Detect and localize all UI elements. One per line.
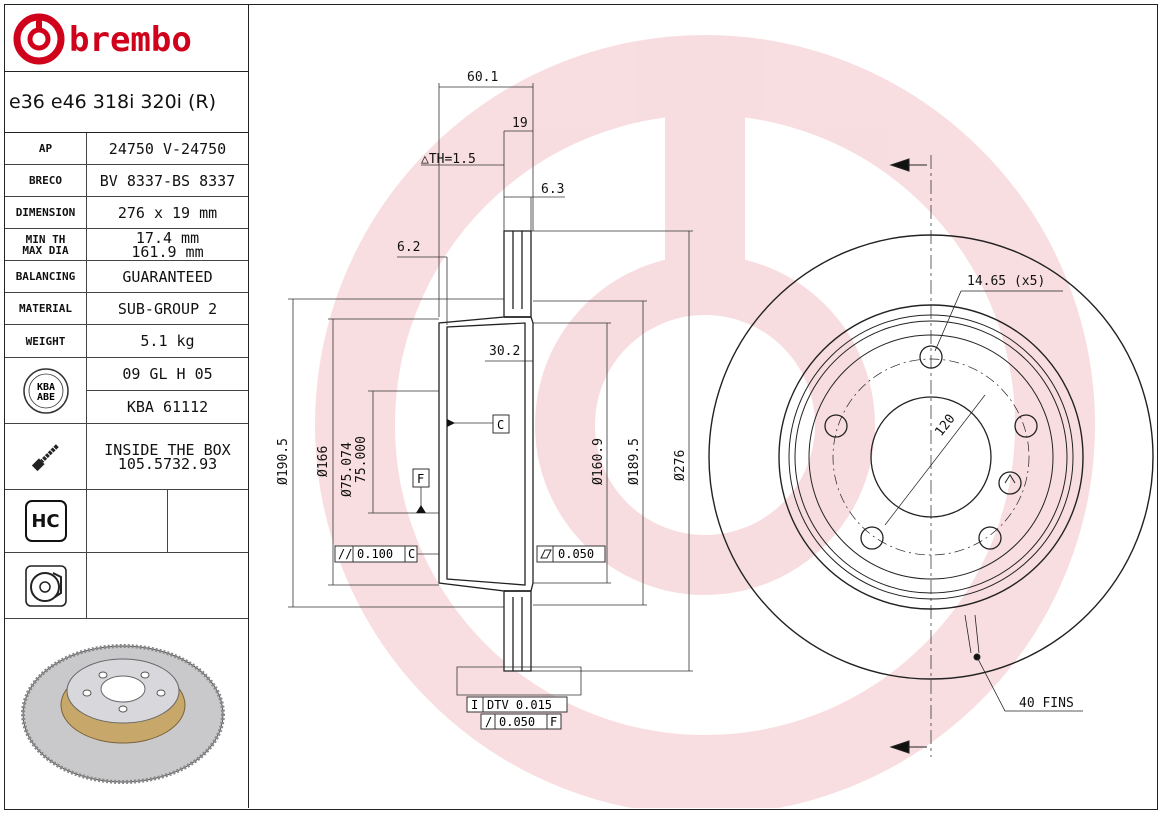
spec-value: 5.1 kg: [140, 332, 195, 350]
dim-d190: Ø190.5: [276, 438, 291, 485]
datum-c: C: [447, 414, 510, 434]
dim-hat-depth: 30.2: [489, 344, 520, 359]
disc-render-image: [5, 619, 248, 808]
hc-badge: HC: [5, 490, 87, 552]
dim-d75074: Ø75.074: [340, 442, 355, 497]
spec-label: BRECO: [5, 165, 87, 196]
dim-d166: Ø166: [316, 446, 331, 477]
datum-f-label: F: [417, 472, 424, 486]
spec-panel: brembo e36 e46 318i 320i (R) AP 24750 V-…: [5, 5, 249, 808]
datum-c-label: C: [497, 418, 504, 432]
tol-parallel-value: 0.100: [357, 547, 393, 561]
disc-front-view: [708, 155, 1154, 757]
kba-badge-top: KBA: [36, 382, 54, 393]
kba-line2: KBA 61112: [126, 398, 209, 416]
spec-row-breco: BRECO BV 8337-BS 8337: [5, 165, 248, 197]
dim-hat-offset: 6.2: [397, 240, 420, 255]
dim-d189: Ø189.5: [627, 438, 642, 485]
spec-value: 24750 V-24750: [108, 139, 227, 158]
tol-dtv: DTV 0.015: [487, 698, 552, 712]
kba-badge-bottom: ABE: [36, 392, 54, 403]
spec-label: MIN TH: [25, 232, 66, 246]
dim-d276: Ø276: [673, 450, 688, 481]
spec-row-weight: WEIGHT 5.1 kg: [5, 325, 248, 358]
technical-drawing: 60.1 19 △TH=1.5 6.3 6.2 30.2 Ø190.5 Ø166…: [250, 5, 1157, 815]
brembo-watermark-icon: [315, 35, 1095, 815]
inside-box-line2: 105.5732.93: [117, 454, 218, 473]
vehicle-subtitle: e36 e46 318i 320i (R): [5, 71, 248, 133]
disc-caliper-icon: [5, 553, 87, 618]
spec-label-group: MIN TH MAX DIA: [5, 229, 87, 260]
brand-name: brembo: [69, 20, 192, 60]
disc-cross-section: [438, 230, 534, 672]
spec-value: 17.4 mm: [135, 228, 200, 247]
spec-row-dimension: DIMENSION 276 x 19 mm: [5, 197, 248, 229]
hc-label: HC: [24, 500, 67, 542]
dim-th: △TH=1.5: [421, 152, 476, 167]
dimension-labels: 60.1 19 △TH=1.5 6.3 6.2 30.2 Ø190.5 Ø166…: [276, 70, 688, 497]
kba-line1: 09 GL H 05: [87, 358, 248, 391]
svg-text://: //: [338, 547, 352, 561]
tol-runout-ref: F: [550, 715, 557, 729]
dim-pcd: 120: [932, 412, 958, 440]
dim-holes: 14.65 (x5): [967, 274, 1045, 289]
dim-thickness: 19: [512, 116, 528, 131]
tol-runout-value: 0.050: [499, 715, 535, 729]
tol-flat-value: 0.050: [558, 547, 594, 561]
brembo-logo-icon: [13, 13, 65, 65]
spec-label: BALANCING: [5, 261, 87, 292]
dim-overall-width: 60.1: [467, 70, 498, 85]
inside-box-block: INSIDE THE BOX 105.5732.93: [5, 424, 248, 490]
svg-text:I: I: [471, 698, 478, 712]
kba-values: 09 GL H 05 KBA 61112: [87, 358, 248, 423]
tolerance-flatness: 0.050: [536, 545, 606, 563]
spec-label: WEIGHT: [5, 325, 87, 357]
hc-block: HC: [5, 490, 248, 553]
spec-label: AP: [5, 133, 87, 164]
spec-label: MAX DIA: [22, 243, 69, 257]
spec-row-material: MATERIAL SUB-GROUP 2: [5, 293, 248, 325]
dim-d160: Ø160.9: [591, 438, 606, 485]
spec-label: DIMENSION: [5, 197, 87, 228]
dim-d75000: 75.000: [354, 436, 369, 483]
datum-f: F: [412, 468, 430, 513]
disc-icon-block: [5, 553, 248, 619]
spec-row-ap: AP 24750 V-24750: [5, 133, 248, 165]
kba-block: KBA ABE 09 GL H 05 KBA 61112: [5, 358, 248, 424]
spec-value-group: 17.4 mm 161.9 mm: [87, 229, 248, 260]
spec-value: 276 x 19 mm: [117, 203, 218, 222]
tolerance-dtv: I DTV 0.015 / 0.050 F: [456, 666, 582, 730]
svg-text:/: /: [485, 715, 492, 729]
screw-icon: [5, 424, 87, 489]
tolerance-parallelism: // 0.100 C: [334, 545, 439, 563]
spec-value: GUARANTEED: [122, 267, 213, 286]
kba-badge: KBA ABE: [5, 358, 87, 423]
inside-box-text: INSIDE THE BOX 105.5732.93: [87, 424, 248, 489]
tol-parallel-ref: C: [408, 547, 415, 561]
empty-cell: [87, 553, 248, 618]
spec-label: MATERIAL: [5, 293, 87, 324]
spec-value: 161.9 mm: [131, 242, 204, 261]
empty-cell: [87, 490, 168, 552]
empty-cell: [168, 490, 248, 552]
dim-fin-offset: 6.3: [541, 182, 564, 197]
brand-logo: brembo: [5, 5, 248, 72]
dimension-lines: [288, 83, 693, 672]
spec-value: SUB-GROUP 2: [117, 299, 218, 318]
dim-fins: 40 FINS: [1019, 696, 1074, 711]
inside-box-line1: INSIDE THE BOX: [104, 440, 231, 459]
spec-row-min-th: MIN TH MAX DIA 17.4 mm 161.9 mm: [5, 229, 248, 261]
spec-row-balancing: BALANCING GUARANTEED: [5, 261, 248, 293]
spec-value: BV 8337-BS 8337: [99, 171, 236, 190]
technical-sheet: brembo e36 e46 318i 320i (R) AP 24750 V-…: [4, 4, 1158, 815]
